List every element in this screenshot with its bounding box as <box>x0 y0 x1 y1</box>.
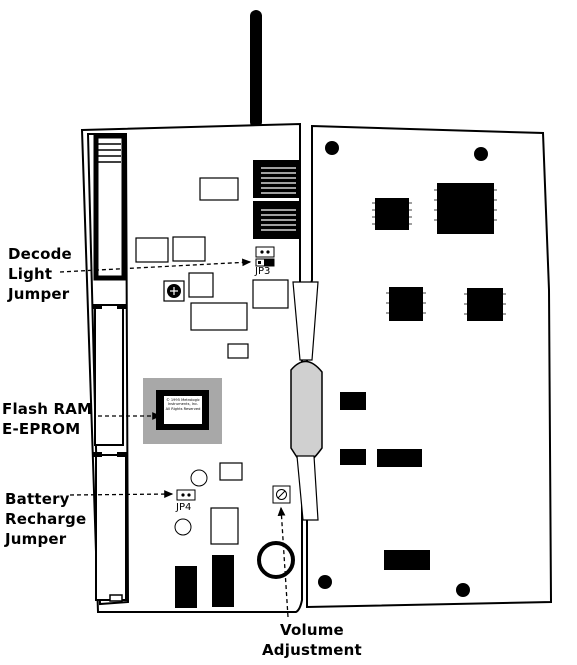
left-circuit-board <box>82 124 302 612</box>
antenna <box>250 10 262 128</box>
decode-light-jumper-label: Decode Light Jumper <box>8 244 72 304</box>
jp3-jumper <box>256 247 274 266</box>
battery-recharge-jumper-label: Battery Recharge Jumper <box>5 489 86 549</box>
volume-adjustment-label: Volume Adjustment <box>262 620 362 660</box>
volume-potentiometer <box>273 486 290 503</box>
jp4-label: JP4 <box>176 502 191 513</box>
right-circuit-board <box>307 126 551 607</box>
flash-chip-copyright: © 1995 Metrologic Instruments, Inc. All … <box>165 398 201 411</box>
jp4-jumper <box>177 490 195 500</box>
battery-compartment <box>88 134 128 604</box>
trimmer-component <box>164 281 184 301</box>
jp3-label: JP3 <box>255 266 270 277</box>
flash-ram-label: Flash RAM E-EPROM <box>2 399 92 439</box>
